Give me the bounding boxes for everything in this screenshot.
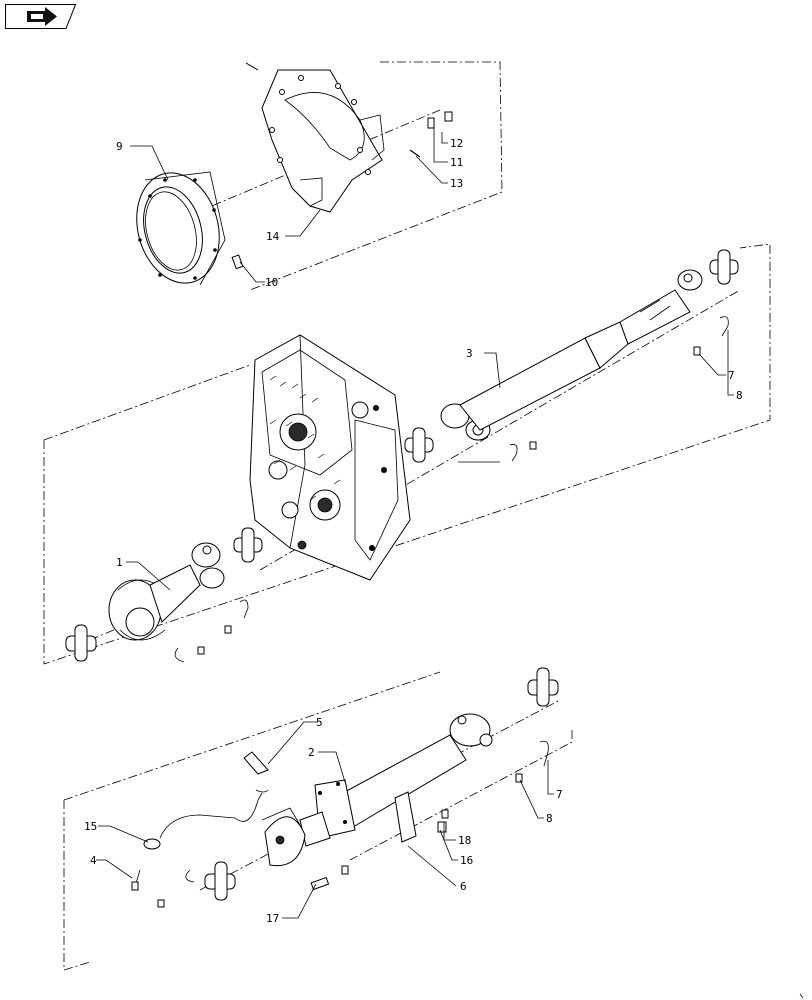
callout-7-bottom: 7 (556, 788, 563, 801)
group-outline-bottom (63, 671, 573, 971)
callout-8-bottom: 8 (546, 812, 553, 825)
universal-joint-cross-left (233, 527, 263, 563)
hardware-bottom (157, 740, 549, 908)
callout-5: 5 (316, 716, 323, 729)
retaining-clips-middle (174, 316, 729, 663)
callout-3: 3 (466, 347, 473, 360)
universal-joint-cross-bottom-right (527, 667, 559, 707)
sensor-cable-15 (131, 792, 263, 891)
callout-18: 18 (458, 834, 471, 847)
driveshaft-3 (440, 269, 703, 441)
callout-17: 17 (266, 912, 279, 925)
callout-13: 13 (450, 177, 463, 190)
bolt-10 (231, 254, 244, 270)
bracket-6 (394, 791, 417, 843)
callout-2: 2 (308, 746, 315, 759)
callout-1: 1 (116, 556, 123, 569)
universal-joint-cross-bottom (204, 861, 236, 901)
callout-11: 11 (450, 156, 463, 169)
bearing-housing-plate (261, 69, 385, 213)
back-button[interactable] (5, 4, 77, 29)
callout-4: 4 (90, 854, 97, 867)
universal-joint-cross-middle (404, 427, 434, 463)
callout-12: 12 (450, 137, 463, 150)
driveshaft-2 (261, 713, 493, 867)
universal-joint-cross-top (709, 249, 739, 285)
callout-10: 10 (265, 276, 278, 289)
driveshaft-1 (108, 542, 225, 641)
group-outline-top (249, 61, 503, 291)
transmission-housing (249, 334, 411, 581)
callout-9: 9 (116, 140, 123, 153)
hardware-11-12-13 (409, 111, 453, 158)
group-outline-middle (43, 243, 771, 665)
callout-14: 14 (266, 230, 280, 243)
callout-15: 15 (84, 820, 97, 833)
back-arrow-icon (27, 7, 57, 26)
callout-6: 6 (460, 880, 467, 893)
group-outline-middle-top (43, 364, 251, 441)
clamp-5 (243, 751, 269, 793)
top-screw (245, 62, 259, 71)
callout-8-top: 8 (736, 389, 743, 402)
universal-joint-cross-bottom-left (65, 624, 97, 662)
corner-mark (799, 993, 804, 999)
callout-7-top: 7 (728, 369, 735, 382)
callout-16: 16 (460, 854, 473, 867)
flange-ring (136, 171, 226, 286)
